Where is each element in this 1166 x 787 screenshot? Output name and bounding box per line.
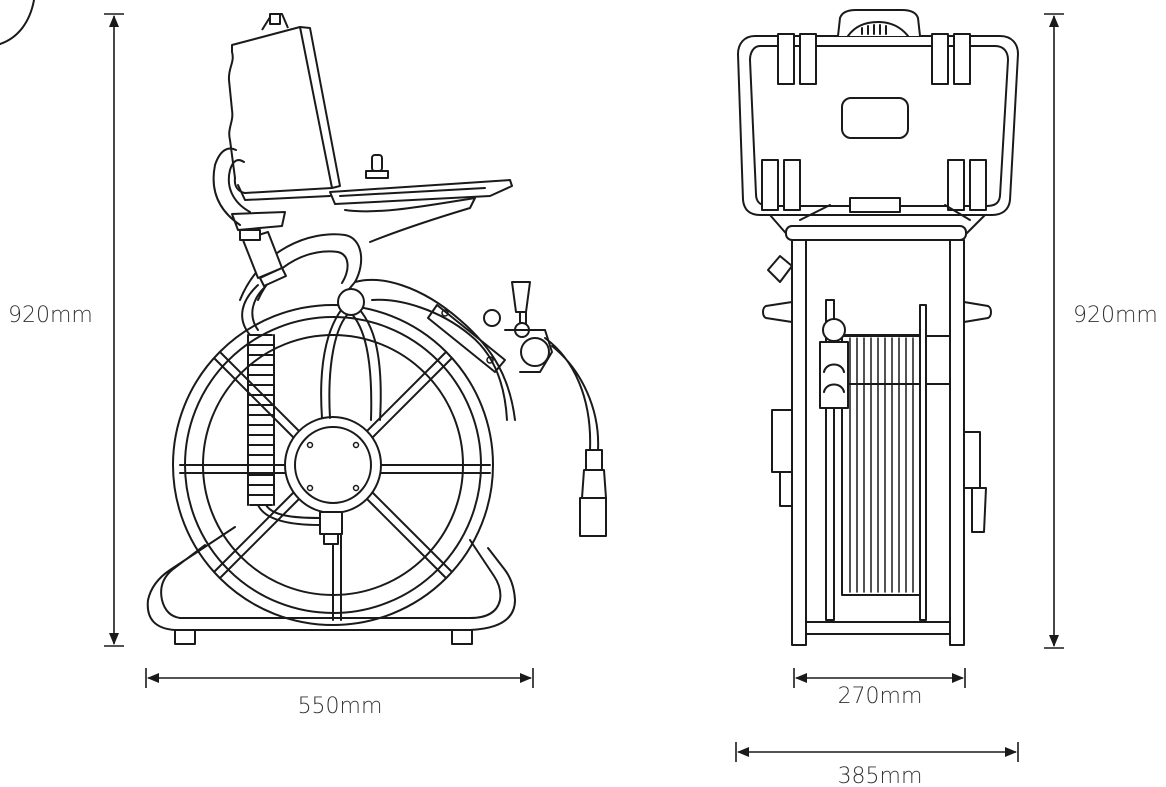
side-reel-brake — [520, 337, 550, 367]
frame-width-dimension: 270mm — [793, 668, 966, 709]
front-frame-right — [949, 239, 965, 646]
coiled-cable — [241, 284, 265, 336]
side-grab-handle — [212, 147, 286, 231]
front-view — [737, 9, 1019, 646]
front-plug — [767, 255, 793, 283]
front-frame-left — [791, 239, 807, 646]
front-left-box — [771, 409, 793, 473]
side-cable — [544, 337, 600, 451]
front-height-label: 920mm — [1073, 303, 1158, 328]
front-reel-coils — [849, 337, 914, 593]
front-right-box — [963, 431, 981, 489]
pivot-knob — [337, 288, 365, 316]
front-case-label-plate — [841, 97, 909, 139]
side-view — [146, 13, 607, 645]
side-upper-frame — [239, 233, 516, 421]
front-height-dimension: 920mm — [1044, 13, 1158, 649]
front-pivot-knob — [822, 318, 846, 342]
front-top-crossbar — [785, 225, 967, 241]
frame-width-label: 270mm — [838, 684, 923, 709]
coil-rings — [247, 334, 275, 506]
reel-hub-inner — [294, 426, 372, 504]
front-reel-drum — [841, 334, 923, 596]
side-handle — [511, 281, 531, 313]
side-foot-right — [451, 629, 473, 645]
side-width-label: 550mm — [298, 694, 383, 719]
overall-width-dimension: 385mm — [735, 742, 1019, 787]
hub-cable-clamp — [319, 511, 343, 535]
front-handle-left — [762, 301, 793, 323]
front-case-latches — [761, 33, 987, 213]
side-height-label: 920mm — [8, 303, 93, 328]
monitor-lid-knob — [371, 154, 383, 172]
side-base-frame — [146, 526, 516, 631]
side-width-dimension: 550mm — [145, 668, 534, 719]
front-handle-right — [963, 301, 992, 323]
reel-frame-outer — [172, 304, 494, 626]
side-height-dimension: 920mm — [8, 13, 124, 647]
overall-width-label: 385mm — [838, 764, 923, 787]
monitor-case-body — [227, 26, 333, 194]
corner-badge — [0, 0, 35, 45]
arm-plate — [427, 304, 506, 373]
side-connector — [579, 497, 607, 537]
side-foot-left — [174, 629, 196, 645]
front-arm-clamp — [819, 341, 849, 409]
